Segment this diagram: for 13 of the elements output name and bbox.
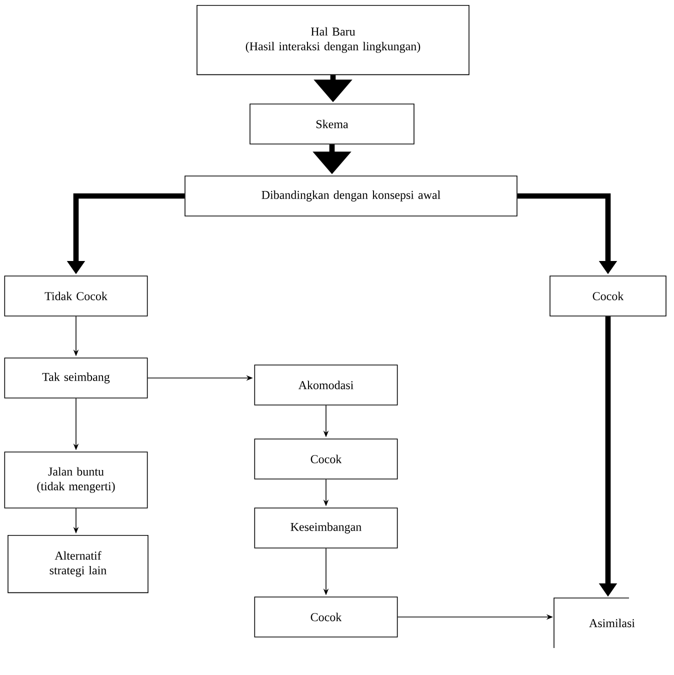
- process-box: Akomodasi: [254, 364, 398, 406]
- process-box: Hal Baru (Hasil interaksi dengan lingkungan): [196, 4, 470, 76]
- process-box: Jalan buntu (tidak mengerti): [4, 452, 148, 508]
- process-box: Asimilasi: [554, 598, 635, 648]
- process-box: Cocok: [550, 276, 666, 316]
- process-box: Dibandingkan dengan konsepsi awal: [184, 176, 518, 216]
- process-box: Cocok: [254, 596, 398, 638]
- process-box: Tidak Cocok: [4, 276, 148, 316]
- process-box: Alternatif strategi lain: [8, 534, 148, 594]
- process-box: Cocok: [254, 438, 398, 480]
- process-box: Tak seimbang: [4, 358, 148, 398]
- process-box: Keseimbangan: [254, 508, 398, 548]
- process-box: Skema: [250, 104, 414, 144]
